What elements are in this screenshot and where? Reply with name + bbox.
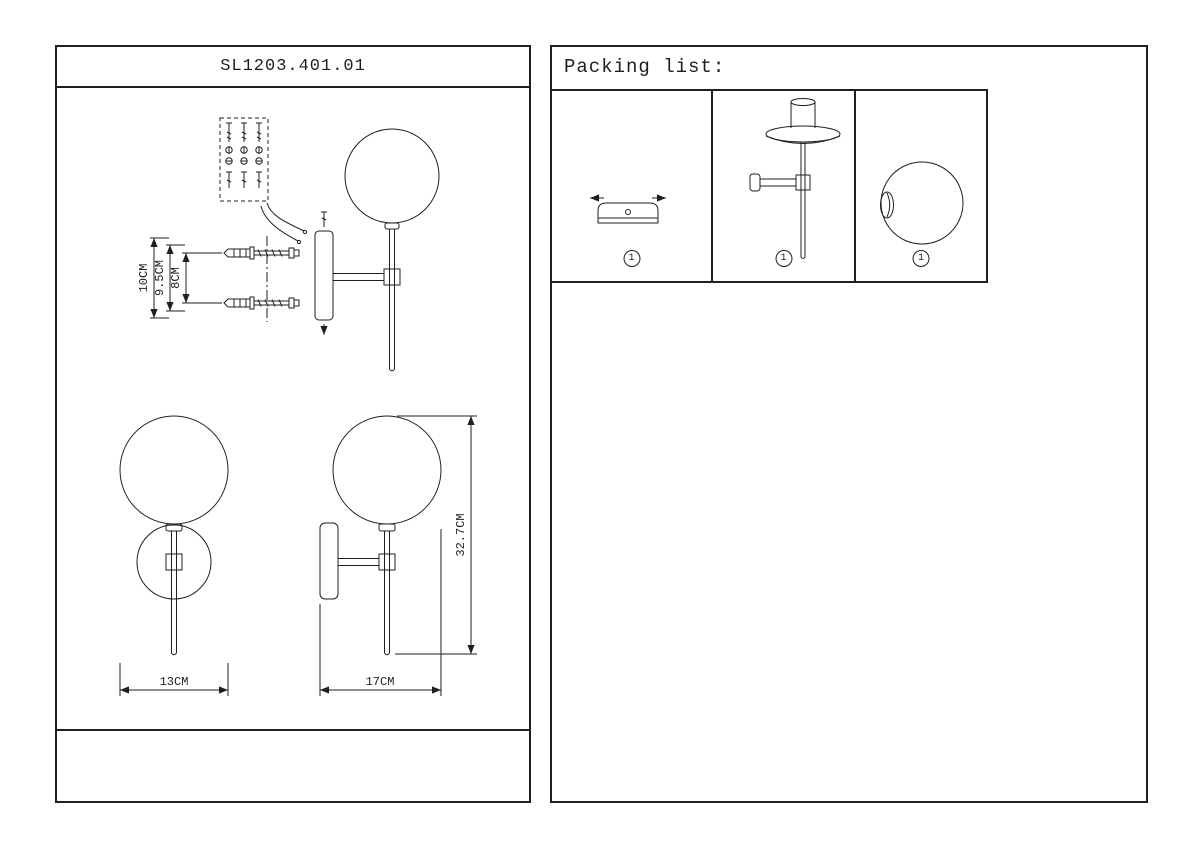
arm-stem-assembly-drawing — [749, 98, 841, 259]
side-view: 17CM 32.7CM — [319, 415, 477, 696]
dim-label-10cm: 10CM — [137, 264, 151, 293]
hardware-pack-drawing — [219, 117, 269, 202]
packing-cell-arm: 1 — [713, 91, 856, 281]
title-block-divider — [57, 729, 529, 731]
model-number: SL1203.401.01 — [57, 47, 529, 88]
wall-anchor-bottom-drawing — [223, 296, 300, 310]
wall-anchor-top-drawing — [223, 246, 300, 260]
quantity-badge: 1 — [912, 250, 930, 267]
technical-drawing-area: 10CM 9.5CM 8CM — [57, 88, 529, 728]
dim-label-8cm: 8CM — [169, 267, 183, 289]
mounting-canopy-drawing — [590, 194, 666, 224]
wall-plate-drawing — [314, 211, 334, 335]
install-diagram: 10CM 9.5CM 8CM — [137, 117, 440, 372]
packing-list-panel: Packing list: 1 — [550, 45, 1148, 803]
wires-drawing — [260, 202, 308, 245]
packing-table: 1 1 — [552, 89, 988, 283]
drawing-panel: SL1203.401.01 — [55, 45, 531, 803]
lamp-assembly-drawing — [332, 128, 440, 372]
wall-lamp-technical-drawing: 10CM 9.5CM 8CM — [119, 117, 477, 696]
quantity-badge: 1 — [775, 250, 792, 267]
front-width-dimension: 13CM — [119, 663, 229, 696]
install-dimensions: 10CM 9.5CM 8CM — [137, 237, 222, 319]
front-view: 13CM — [119, 415, 229, 696]
dim-label-9-5cm: 9.5CM — [153, 260, 167, 296]
dim-label-32-7cm: 32.7CM — [454, 513, 468, 556]
total-height-dimension: 32.7CM — [395, 415, 477, 655]
glass-globe-drawing — [880, 161, 964, 245]
dim-label-17cm: 17CM — [366, 675, 395, 689]
packing-cell-globe: 1 — [856, 91, 986, 281]
packing-list-title: Packing list: — [564, 56, 726, 78]
dim-label-13cm: 13CM — [160, 675, 189, 689]
packing-cell-canopy: 1 — [552, 91, 713, 281]
quantity-badge: 1 — [623, 250, 640, 267]
side-depth-dimension: 17CM — [319, 529, 442, 696]
